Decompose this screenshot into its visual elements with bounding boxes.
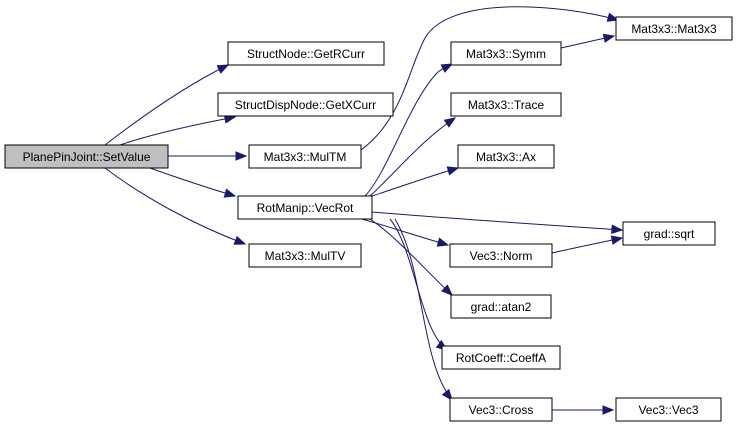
arrowhead-icon bbox=[443, 117, 457, 128]
arrowhead-icon bbox=[610, 235, 624, 245]
edge-line bbox=[369, 117, 456, 197]
node-box[interactable] bbox=[457, 144, 555, 169]
node-box[interactable] bbox=[227, 41, 385, 66]
edge-planepin-setvalue-to-mat3x3-multm bbox=[167, 151, 248, 161]
node-label: grad::sqrt bbox=[644, 227, 695, 241]
node-label: Mat3x3::Symm bbox=[466, 47, 546, 61]
arrowhead-icon bbox=[446, 166, 460, 176]
edge-line bbox=[551, 237, 623, 254]
node-label: Mat3x3::MulTM bbox=[264, 150, 347, 164]
node-rotmanip-vecrot[interactable]: RotManip::VecRot bbox=[237, 195, 373, 220]
node-label: grad::atan2 bbox=[471, 300, 532, 314]
edge-rotmanip-vecrot-to-grad-atan2 bbox=[369, 218, 453, 296]
node-grad-sqrt[interactable]: grad::sqrt bbox=[622, 221, 716, 246]
edge-rotmanip-vecrot-to-grad-sqrt bbox=[371, 211, 624, 235]
arrowhead-icon bbox=[602, 33, 616, 43]
arrowhead-icon bbox=[223, 188, 237, 198]
edge-line bbox=[360, 6, 619, 151]
edge-line bbox=[104, 64, 229, 146]
edge-planepin-setvalue-to-structnode-getrcurr bbox=[104, 64, 230, 146]
node-box[interactable] bbox=[248, 144, 362, 169]
edge-rotmanip-vecrot-to-mat3x3-ax bbox=[371, 166, 460, 197]
arrowhead-icon bbox=[602, 405, 615, 415]
node-mat3x3-trace[interactable]: Mat3x3::Trace bbox=[450, 92, 562, 117]
node-vec3-norm[interactable]: Vec3::Norm bbox=[449, 243, 553, 268]
edge-rotmanip-vecrot-to-mat3x3-trace bbox=[369, 117, 457, 197]
edge-line bbox=[149, 167, 236, 197]
node-mat3x3-ax[interactable]: Mat3x3::Ax bbox=[457, 144, 555, 169]
arrowhead-icon bbox=[216, 64, 230, 74]
edge-vec3-cross-to-vec3-vec3 bbox=[552, 405, 615, 415]
node-label: Mat3x3::MulTV bbox=[265, 249, 346, 263]
arrowhead-icon bbox=[440, 63, 454, 73]
arrowhead-icon bbox=[441, 284, 453, 296]
node-box[interactable] bbox=[450, 294, 552, 319]
edge-line bbox=[371, 211, 623, 231]
node-label: Mat3x3::Mat3x3 bbox=[631, 22, 717, 36]
node-box[interactable] bbox=[449, 397, 553, 422]
arrowhead-icon bbox=[606, 12, 620, 22]
edge-line bbox=[389, 218, 448, 351]
arrowhead-icon bbox=[441, 388, 453, 402]
edge-planepin-setvalue-to-structdispnode-getxcurr bbox=[119, 114, 237, 146]
node-label: Vec3::Cross bbox=[469, 403, 534, 417]
node-structdispnode-getxcurr[interactable]: StructDispNode::GetXCurr bbox=[217, 92, 394, 117]
node-box[interactable] bbox=[450, 92, 562, 117]
node-grad-atan2[interactable]: grad::atan2 bbox=[450, 294, 552, 319]
node-mat3x3-multm[interactable]: Mat3x3::MulTM bbox=[248, 144, 362, 169]
node-box[interactable] bbox=[4, 144, 169, 169]
edge-rotmanip-vecrot-to-rotcoeff-coeffa bbox=[389, 218, 449, 351]
edge-mat3x3-multm-to-mat3x3-mat3x3 bbox=[360, 6, 620, 151]
arrowhead-icon bbox=[233, 235, 247, 245]
edge-line bbox=[119, 116, 236, 146]
node-box[interactable] bbox=[248, 243, 362, 268]
node-label: RotManip::VecRot bbox=[257, 201, 354, 215]
edge-planepin-setvalue-to-rotmanip-vecrot bbox=[149, 167, 237, 198]
node-label: RotCoeff::CoeffA bbox=[456, 351, 546, 365]
node-mat3x3-multv[interactable]: Mat3x3::MulTV bbox=[248, 243, 362, 268]
arrowhead-icon bbox=[235, 151, 248, 161]
node-box[interactable] bbox=[450, 41, 562, 66]
edge-line bbox=[369, 218, 453, 296]
node-label: Vec3::Norm bbox=[470, 249, 533, 263]
node-label: PlanePinJoint::SetValue bbox=[23, 150, 151, 164]
node-mat3x3-symm[interactable]: Mat3x3::Symm bbox=[450, 41, 562, 66]
node-box[interactable] bbox=[217, 92, 394, 117]
edge-vec3-norm-to-grad-sqrt bbox=[551, 235, 624, 254]
node-box[interactable] bbox=[237, 195, 373, 220]
node-structnode-getrcurr[interactable]: StructNode::GetRCurr bbox=[227, 41, 385, 66]
node-box[interactable] bbox=[449, 243, 553, 268]
edge-line bbox=[104, 167, 246, 245]
node-label: Vec3::Vec3 bbox=[638, 403, 698, 417]
node-planepin-setvalue[interactable]: PlanePinJoint::SetValue bbox=[4, 144, 169, 169]
edge-planepin-setvalue-to-mat3x3-multv bbox=[104, 167, 247, 245]
arrowhead-icon bbox=[611, 224, 624, 235]
edge-rotmanip-vecrot-to-mat3x3-symm bbox=[364, 63, 454, 197]
edge-mat3x3-symm-to-mat3x3-mat3x3 bbox=[560, 33, 616, 49]
edge-rotmanip-vecrot-to-vec3-norm bbox=[361, 218, 450, 247]
node-box[interactable] bbox=[615, 397, 722, 422]
node-box[interactable] bbox=[622, 221, 716, 246]
edge-rotmanip-vecrot-to-vec3-cross bbox=[394, 218, 453, 402]
node-box[interactable] bbox=[615, 16, 733, 41]
arrowhead-icon bbox=[436, 237, 450, 247]
node-label: Mat3x3::Ax bbox=[476, 150, 536, 164]
edge-line bbox=[394, 218, 453, 401]
node-box[interactable] bbox=[441, 345, 561, 370]
node-vec3-vec3[interactable]: Vec3::Vec3 bbox=[615, 397, 722, 422]
node-label: StructNode::GetRCurr bbox=[247, 47, 365, 61]
node-label: StructDispNode::GetXCurr bbox=[235, 98, 376, 112]
node-rotcoeff-coeffa[interactable]: RotCoeff::CoeffA bbox=[441, 345, 561, 370]
node-mat3x3-mat3x3[interactable]: Mat3x3::Mat3x3 bbox=[615, 16, 733, 41]
node-label: Mat3x3::Trace bbox=[468, 98, 545, 112]
node-vec3-cross[interactable]: Vec3::Cross bbox=[449, 397, 553, 422]
